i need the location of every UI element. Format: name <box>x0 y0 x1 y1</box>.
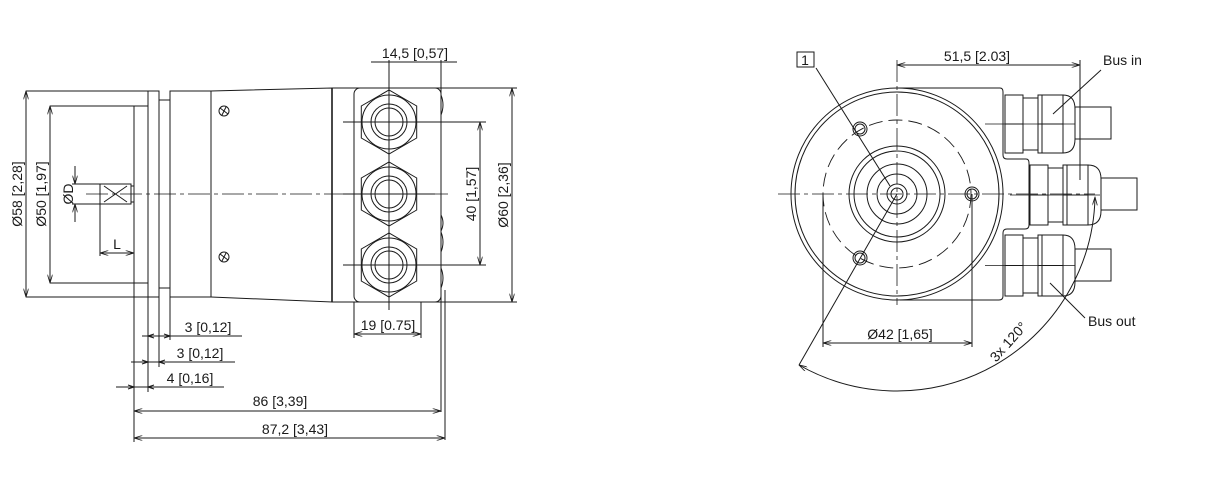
cable <box>1074 106 1112 140</box>
housing-outline <box>790 87 1030 301</box>
dim-angle: 3x 120° <box>986 319 1030 365</box>
dim-dia50: Ø50 [1,97] <box>33 161 49 226</box>
dim-dia58: Ø58 [2,28] <box>9 161 25 226</box>
dim-flange-3a: 3 [0,12] <box>185 319 232 335</box>
dim-shaft-d: ØD <box>60 184 76 205</box>
dim-shaft-l: L <box>113 236 121 252</box>
dimensions-side: 14,5 [0,57] Ø58 [2,28] Ø50 [1,97] ØD L 4… <box>9 45 517 440</box>
dim-dia60: Ø60 [2,36] <box>495 162 511 227</box>
mounting-hole <box>852 121 868 137</box>
dim-pitch-40: 40 [1,57] <box>463 167 479 222</box>
screw-icon <box>218 105 230 117</box>
dim-gland-width: 19 [0.75] <box>361 317 416 333</box>
shaft <box>99 183 134 205</box>
dim-flange-4: 4 [0,16] <box>167 370 214 386</box>
cable <box>1074 248 1112 282</box>
dim-bolt-circle: Ø42 [1,65] <box>867 326 932 342</box>
connector-block <box>332 87 444 303</box>
dim-length-87-2: 87,2 [3,43] <box>262 421 328 437</box>
side-view: 14,5 [0,57] Ø58 [2,28] Ø50 [1,97] ØD L 4… <box>9 45 517 442</box>
label-bus-in: Bus in <box>1103 52 1142 68</box>
dim-length-86: 86 [3,39] <box>253 393 308 409</box>
dim-offset-51-5: 51,5 [2.03] <box>944 48 1010 64</box>
callout-1: 1 <box>801 52 809 68</box>
front-view: 1 51,5 [2.03] Ø42 [1,65] 3x 120° Bus in … <box>778 48 1142 392</box>
dim-flange-3b: 3 [0,12] <box>177 345 224 361</box>
cable <box>1100 177 1138 211</box>
cable-gland <box>985 94 1112 154</box>
screw-icon <box>218 251 230 263</box>
label-bus-out: Bus out <box>1088 313 1136 329</box>
flange <box>26 90 171 442</box>
dim-14-5: 14,5 [0,57] <box>382 45 448 61</box>
housing-body <box>169 87 333 303</box>
cable-gland <box>985 234 1112 297</box>
